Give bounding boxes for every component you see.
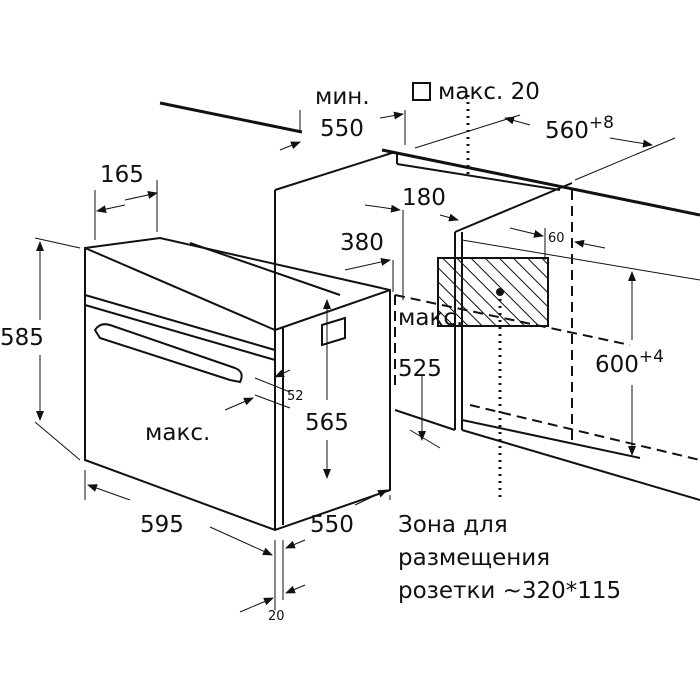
label-min-depth: 550 [320,116,364,142]
label-niche-width: 560+8 [545,113,614,144]
label-socket-offset: 180 [402,185,446,211]
label-socket-depth: 380 [340,230,384,256]
oven-body [84,236,391,532]
label-max-right: макс. [398,305,463,331]
socket-zone-hatch [437,257,549,327]
zone-label-line2: размещения [398,545,550,571]
label-front-thickness: 20 [268,609,285,624]
oven-handle [93,323,243,384]
label-height-total: 585 [0,325,44,351]
label-width: 595 [140,512,184,538]
label-max-left: макс. [145,420,210,446]
label-vent: 60 [548,231,565,246]
square-icon [412,82,431,101]
label-body-depth: 550 [310,512,354,538]
label-max-gap: макс. 20 [438,79,540,105]
label-niche-height: 600+4 [595,347,664,378]
label-min: мин. [315,84,370,110]
label-panel-depth: 165 [100,162,144,188]
label-max-height-right: 525 [398,356,442,382]
label-body-height: 565 [305,410,349,436]
dimension-lines [34,110,676,613]
cabinet-outline [159,101,700,501]
zone-label-line1: Зона для [398,512,508,538]
zone-label-line3: розетки ~320*115 [398,578,621,604]
label-handle: 52 [287,389,304,404]
